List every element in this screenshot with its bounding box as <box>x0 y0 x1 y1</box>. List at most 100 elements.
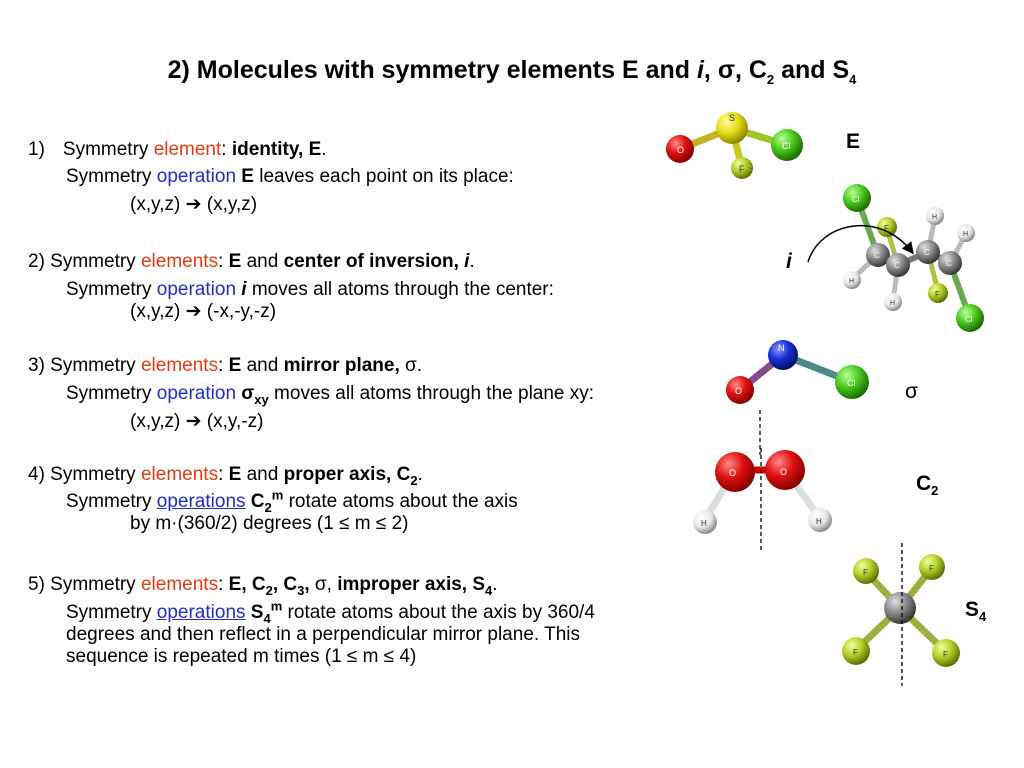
page-title: 2) Molecules with symmetry elements E an… <box>0 56 1024 87</box>
label-subscript: 4 <box>979 609 987 625</box>
text: , <box>326 574 338 595</box>
operation-word: operation <box>156 383 237 404</box>
item1-heading: 1)Symmetry element: identity, E. <box>28 139 327 161</box>
element-name: improper axis, S <box>337 574 486 595</box>
atom-label-f: F <box>929 564 934 573</box>
element-word: elements <box>140 574 219 595</box>
text: . <box>469 251 475 272</box>
text: : <box>218 574 229 595</box>
element-name: identity, E <box>231 139 322 160</box>
operation-symbol: S <box>245 602 264 623</box>
text: Symmetry <box>62 139 154 160</box>
operation-symbol: i <box>236 279 247 300</box>
atom-label-f: F <box>935 290 940 299</box>
atom-label-h: H <box>701 519 707 528</box>
operation-superscript: m <box>270 598 283 614</box>
atom-label-cl: Cl <box>965 315 973 324</box>
element-symbol: σ <box>405 355 417 376</box>
atom-label-h: H <box>932 214 937 221</box>
label-S4: S4 <box>965 598 987 625</box>
atom-label-o: O <box>780 467 787 477</box>
item2-heading: 2) Symmetry elements: E and center of in… <box>28 251 475 273</box>
atom-label-f: F <box>863 568 868 577</box>
text: rotate atoms about the axis <box>283 491 518 512</box>
title-text: 2) Molecules with symmetry elements E an… <box>167 56 697 84</box>
element-name: center of inversion, <box>283 251 465 272</box>
item-number: 3) <box>28 355 45 376</box>
text: Symmetry <box>66 491 157 512</box>
arrow-icon: ➔ <box>185 411 202 432</box>
element-subscript: 3 <box>297 582 305 598</box>
title-c2-sub: 2 <box>766 72 775 87</box>
inversion-arrow <box>807 225 914 263</box>
operation-subscript: 4 <box>263 610 271 626</box>
atom-label-h: H <box>816 517 822 526</box>
label-sigma: σ <box>905 380 918 403</box>
title-s4-sub: 4 <box>849 72 857 87</box>
molecule-sofcl: O S Cl F <box>666 112 803 179</box>
element-name: , C <box>272 574 298 595</box>
text: : <box>218 251 229 272</box>
item3-operation: Symmetry operation σxy moves all atoms t… <box>66 383 594 406</box>
text: moves all atoms through the center: <box>246 279 554 300</box>
text: : <box>218 464 229 485</box>
item5-line2: degrees and then reflect in a perpendicu… <box>66 624 580 645</box>
atom-label-c: C <box>874 251 880 260</box>
atom-label-o: O <box>677 145 684 155</box>
text: (x,y,z) <box>201 194 258 215</box>
item-number: 5) <box>28 574 45 595</box>
element-name: E, C <box>228 574 266 595</box>
element-word: elements <box>140 464 219 485</box>
atom-label-f: F <box>943 650 948 659</box>
operation-subscript: 2 <box>264 499 272 515</box>
atom-label-n: N <box>778 343 785 353</box>
arrow-icon: ➔ <box>185 301 202 322</box>
atom-label-f: F <box>739 164 745 174</box>
operations-link[interactable]: operations <box>156 491 246 512</box>
molecule-cf4: F F F F <box>842 543 960 686</box>
item1-transform: (x,y,z) ➔ (x,y,z) <box>130 194 257 216</box>
molecule-inversion: Cl Cl F F C C C C H H H H <box>807 184 984 332</box>
text: (x,y,z) <box>130 301 186 322</box>
element-word: elements <box>140 251 219 272</box>
operation-superscript: m <box>271 487 284 503</box>
text: and <box>241 464 284 485</box>
title-i: i <box>696 56 704 84</box>
item-number: 4) <box>28 464 45 485</box>
element-word: elements <box>140 355 219 376</box>
label-E: E <box>846 130 861 153</box>
operations-link[interactable]: operations <box>156 602 246 623</box>
text: (-x,-y,-z) <box>201 301 277 322</box>
atom-label-cl: Cl <box>847 378 856 388</box>
text: (x,y,z) <box>130 194 186 215</box>
text: Symmetry <box>66 166 157 187</box>
label-subscript: 2 <box>931 483 939 499</box>
atom-label-cl: Cl <box>782 141 791 151</box>
text: Symmetry <box>44 355 141 376</box>
text: : <box>218 355 229 376</box>
text: leaves each point on its place: <box>253 166 514 187</box>
element-name: E <box>228 464 242 485</box>
item5-operation: Symmetry operations S4m rotate atoms abo… <box>66 598 595 626</box>
element-subscript: 2 <box>410 472 418 488</box>
text: . <box>321 139 327 160</box>
text: Symmetry <box>44 251 141 272</box>
element-name: mirror plane, <box>283 355 406 376</box>
text: (x,y,-z) <box>201 411 264 432</box>
text: Symmetry <box>66 279 157 300</box>
operation-symbol: σ <box>236 383 255 404</box>
item-number: 1) <box>28 139 45 160</box>
atom-label-o: O <box>729 468 736 478</box>
text: and <box>241 251 284 272</box>
operation-symbol: E <box>236 166 254 187</box>
atom-label-h: H <box>963 231 968 238</box>
item3-heading: 3) Symmetry elements: E and mirror plane… <box>28 355 422 377</box>
title-c: , C <box>734 56 767 84</box>
atom-label-o: O <box>735 386 742 396</box>
operation-word: operation <box>156 279 237 300</box>
item5-heading: 5) Symmetry elements: E, C2, C3, σ, impr… <box>28 574 498 598</box>
atom-label-h: H <box>849 278 854 285</box>
operation-word: operation <box>156 166 237 187</box>
text: and <box>241 355 284 376</box>
molecule-oncl: O N Cl <box>726 340 869 455</box>
